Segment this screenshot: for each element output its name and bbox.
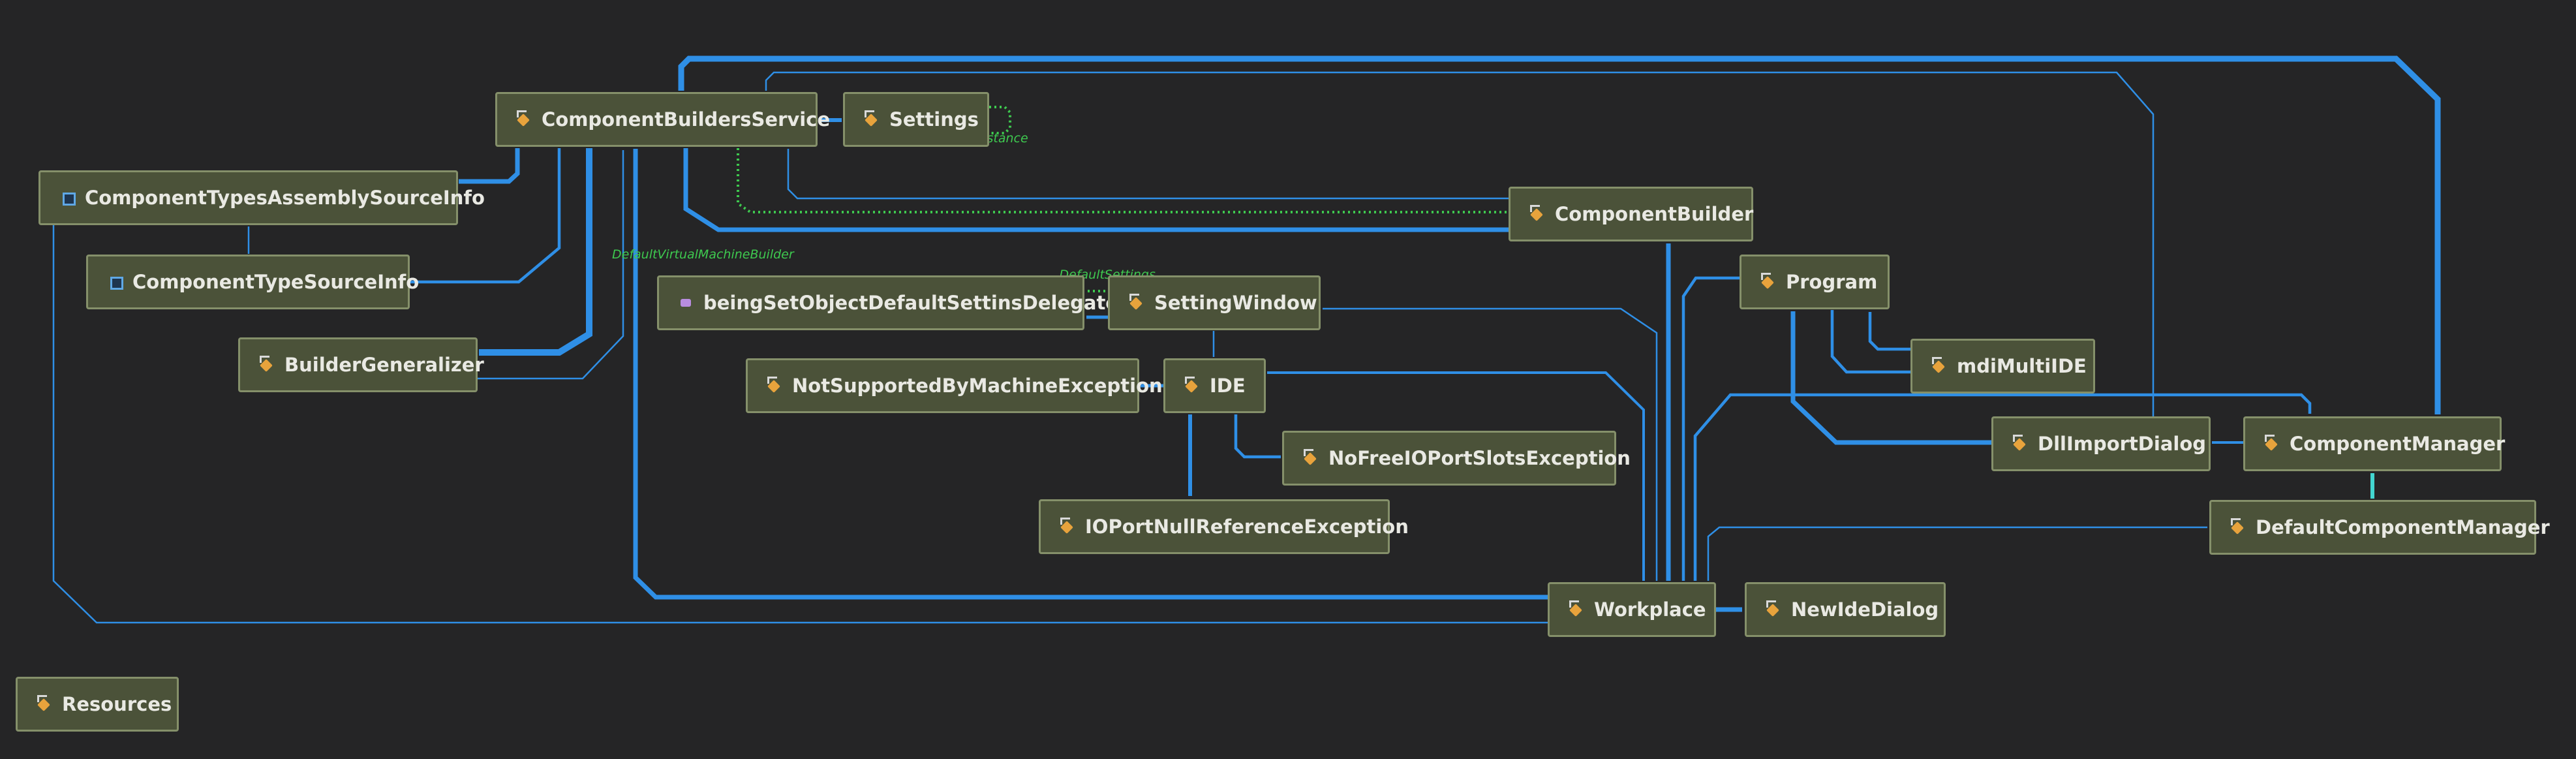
node-newidedialog[interactable]: NewIdeDialog (1745, 582, 1946, 637)
node-defaultcomponentmanager[interactable]: DefaultComponentManager (2209, 500, 2550, 555)
edge-label-default-virtual-machine-builder: DefaultVirtualMachineBuilder (612, 247, 794, 262)
edge-settings-defaultinstance (989, 106, 1011, 134)
edge-workplace-to-defaultcomponentmanager (1707, 526, 2207, 581)
node-label: IDE (1210, 375, 1246, 397)
node-label: IOPortNullReferenceException (1085, 516, 1409, 538)
node-componentbuildersservice[interactable]: ComponentBuildersService (495, 92, 830, 147)
edge-workplace-to-componentbuildersservice (633, 149, 1548, 600)
class-icon (1060, 518, 1076, 534)
node-label: BuilderGeneralizer (284, 354, 484, 376)
edge-workplace-to-settingwindow (1323, 307, 1658, 581)
edge-workplace-to-componenttypesassemblysourceinfo (52, 225, 1548, 624)
node-label: NewIdeDialog (1791, 598, 1939, 621)
edge-mdimultiide-to-program (1868, 312, 1910, 351)
edge-workplace-to-componentmanager (1693, 393, 2312, 581)
node-label: DllImportDialog (2038, 433, 2207, 455)
node-ioportnullreferenceexception[interactable]: IOPortNullReferenceException (1039, 499, 1409, 554)
node-label: ComponentManager (2290, 433, 2506, 455)
node-settingwindow[interactable]: SettingWindow (1108, 275, 1321, 330)
edge-workplace-to-program (1681, 276, 1740, 581)
node-componenttypesourceinfo[interactable]: ComponentTypeSourceInfo (86, 255, 419, 309)
node-label: NoFreeIOPortSlotsException (1328, 447, 1631, 469)
class-icon (1569, 600, 1585, 617)
edge-componentbuildersservice-to-buildergeneralizer (479, 148, 592, 356)
node-beingsetobjectdefaultsettinsdelegate[interactable]: beingSetObjectDefaultSettinsDelegate (657, 275, 1118, 330)
edge-componentbuildersservice-to-componentbuilder-defaultvirtualmachinebuilder (737, 148, 1507, 213)
class-icon (767, 377, 783, 394)
class-icon (37, 695, 53, 712)
edge-componentmanager-to-componentbuildersservice (678, 55, 2441, 414)
class-icon (1766, 600, 1782, 617)
edge-componentbuildersservice-to-componenttypesassemblysourceinfo (459, 148, 520, 184)
class-icon (1761, 273, 1777, 290)
node-workplace[interactable]: Workplace (1548, 582, 1716, 637)
node-buildergeneralizer[interactable]: BuilderGeneralizer (238, 337, 484, 392)
class-icon (1304, 449, 1319, 466)
class-icon (1129, 294, 1145, 311)
node-ide[interactable]: IDE (1163, 358, 1266, 413)
node-label: Workplace (1594, 598, 1706, 621)
edge-buildergeneralizer-to-componentbuildersservice (477, 150, 624, 380)
class-icon (2265, 435, 2280, 452)
node-settings[interactable]: Settings (843, 92, 989, 147)
node-componentmanager[interactable]: ComponentManager (2243, 416, 2506, 471)
node-label: Settings (889, 108, 979, 131)
edge-componentbuildersservice-to-componenttypesourceinfo (410, 148, 561, 284)
class-icon (260, 356, 275, 373)
edge-dllimportdialog-to-componentbuildersservice (765, 71, 2154, 439)
edge-program-to-mdimultiide (1830, 310, 1910, 374)
node-componenttypesassemblysourceinfo[interactable]: ComponentTypesAssemblySourceInfo (38, 170, 485, 225)
class-icon (2231, 518, 2246, 535)
class-icon (517, 110, 532, 127)
node-label: beingSetObjectDefaultSettinsDelegate (703, 292, 1118, 314)
struct-icon (108, 274, 123, 290)
edge-dllimportdialog-to-program (1790, 311, 1991, 445)
edge-componentbuildersservice-to-componentbuilder (683, 148, 1509, 232)
node-label: SettingWindow (1154, 292, 1317, 314)
class-icon (2013, 435, 2029, 452)
node-label: NotSupportedByMachineException (792, 375, 1163, 397)
class-icon (1530, 205, 1546, 222)
node-dllimportdialog[interactable]: DllImportDialog (1991, 416, 2211, 471)
node-label: mdiMultiIDE (1957, 355, 2087, 377)
class-icon (1932, 357, 1948, 374)
node-mdimultiide[interactable]: mdiMultiIDE (1910, 339, 2095, 394)
node-program[interactable]: Program (1740, 255, 1890, 309)
node-label: ComponentBuildersService (542, 108, 831, 131)
node-label: DefaultComponentManager (2256, 516, 2550, 538)
node-label: ComponentBuilder (1555, 203, 1754, 225)
node-resources[interactable]: Resources (16, 677, 179, 732)
edge-componentbuilder-to-componentbuildersservice (787, 149, 1509, 200)
class-icon (1185, 377, 1201, 394)
delegate-icon (679, 295, 694, 311)
node-label: ComponentTypesAssemblySourceInfo (85, 187, 485, 209)
node-label: Resources (62, 693, 172, 715)
node-componentbuilder[interactable]: ComponentBuilder (1509, 187, 1753, 241)
struct-icon (60, 190, 76, 206)
node-label: ComponentTypeSourceInfo (132, 271, 420, 293)
node-notsupportedbymachineexception[interactable]: NotSupportedByMachineException (746, 358, 1163, 413)
node-nofreeioportslotsexception[interactable]: NoFreeIOPortSlotsException (1282, 431, 1631, 486)
node-label: Program (1786, 271, 1878, 293)
class-icon (865, 110, 880, 127)
edge-workplace-to-ide (1267, 371, 1645, 581)
edge-ide-to-nofreeioportslotsexception (1234, 414, 1281, 459)
